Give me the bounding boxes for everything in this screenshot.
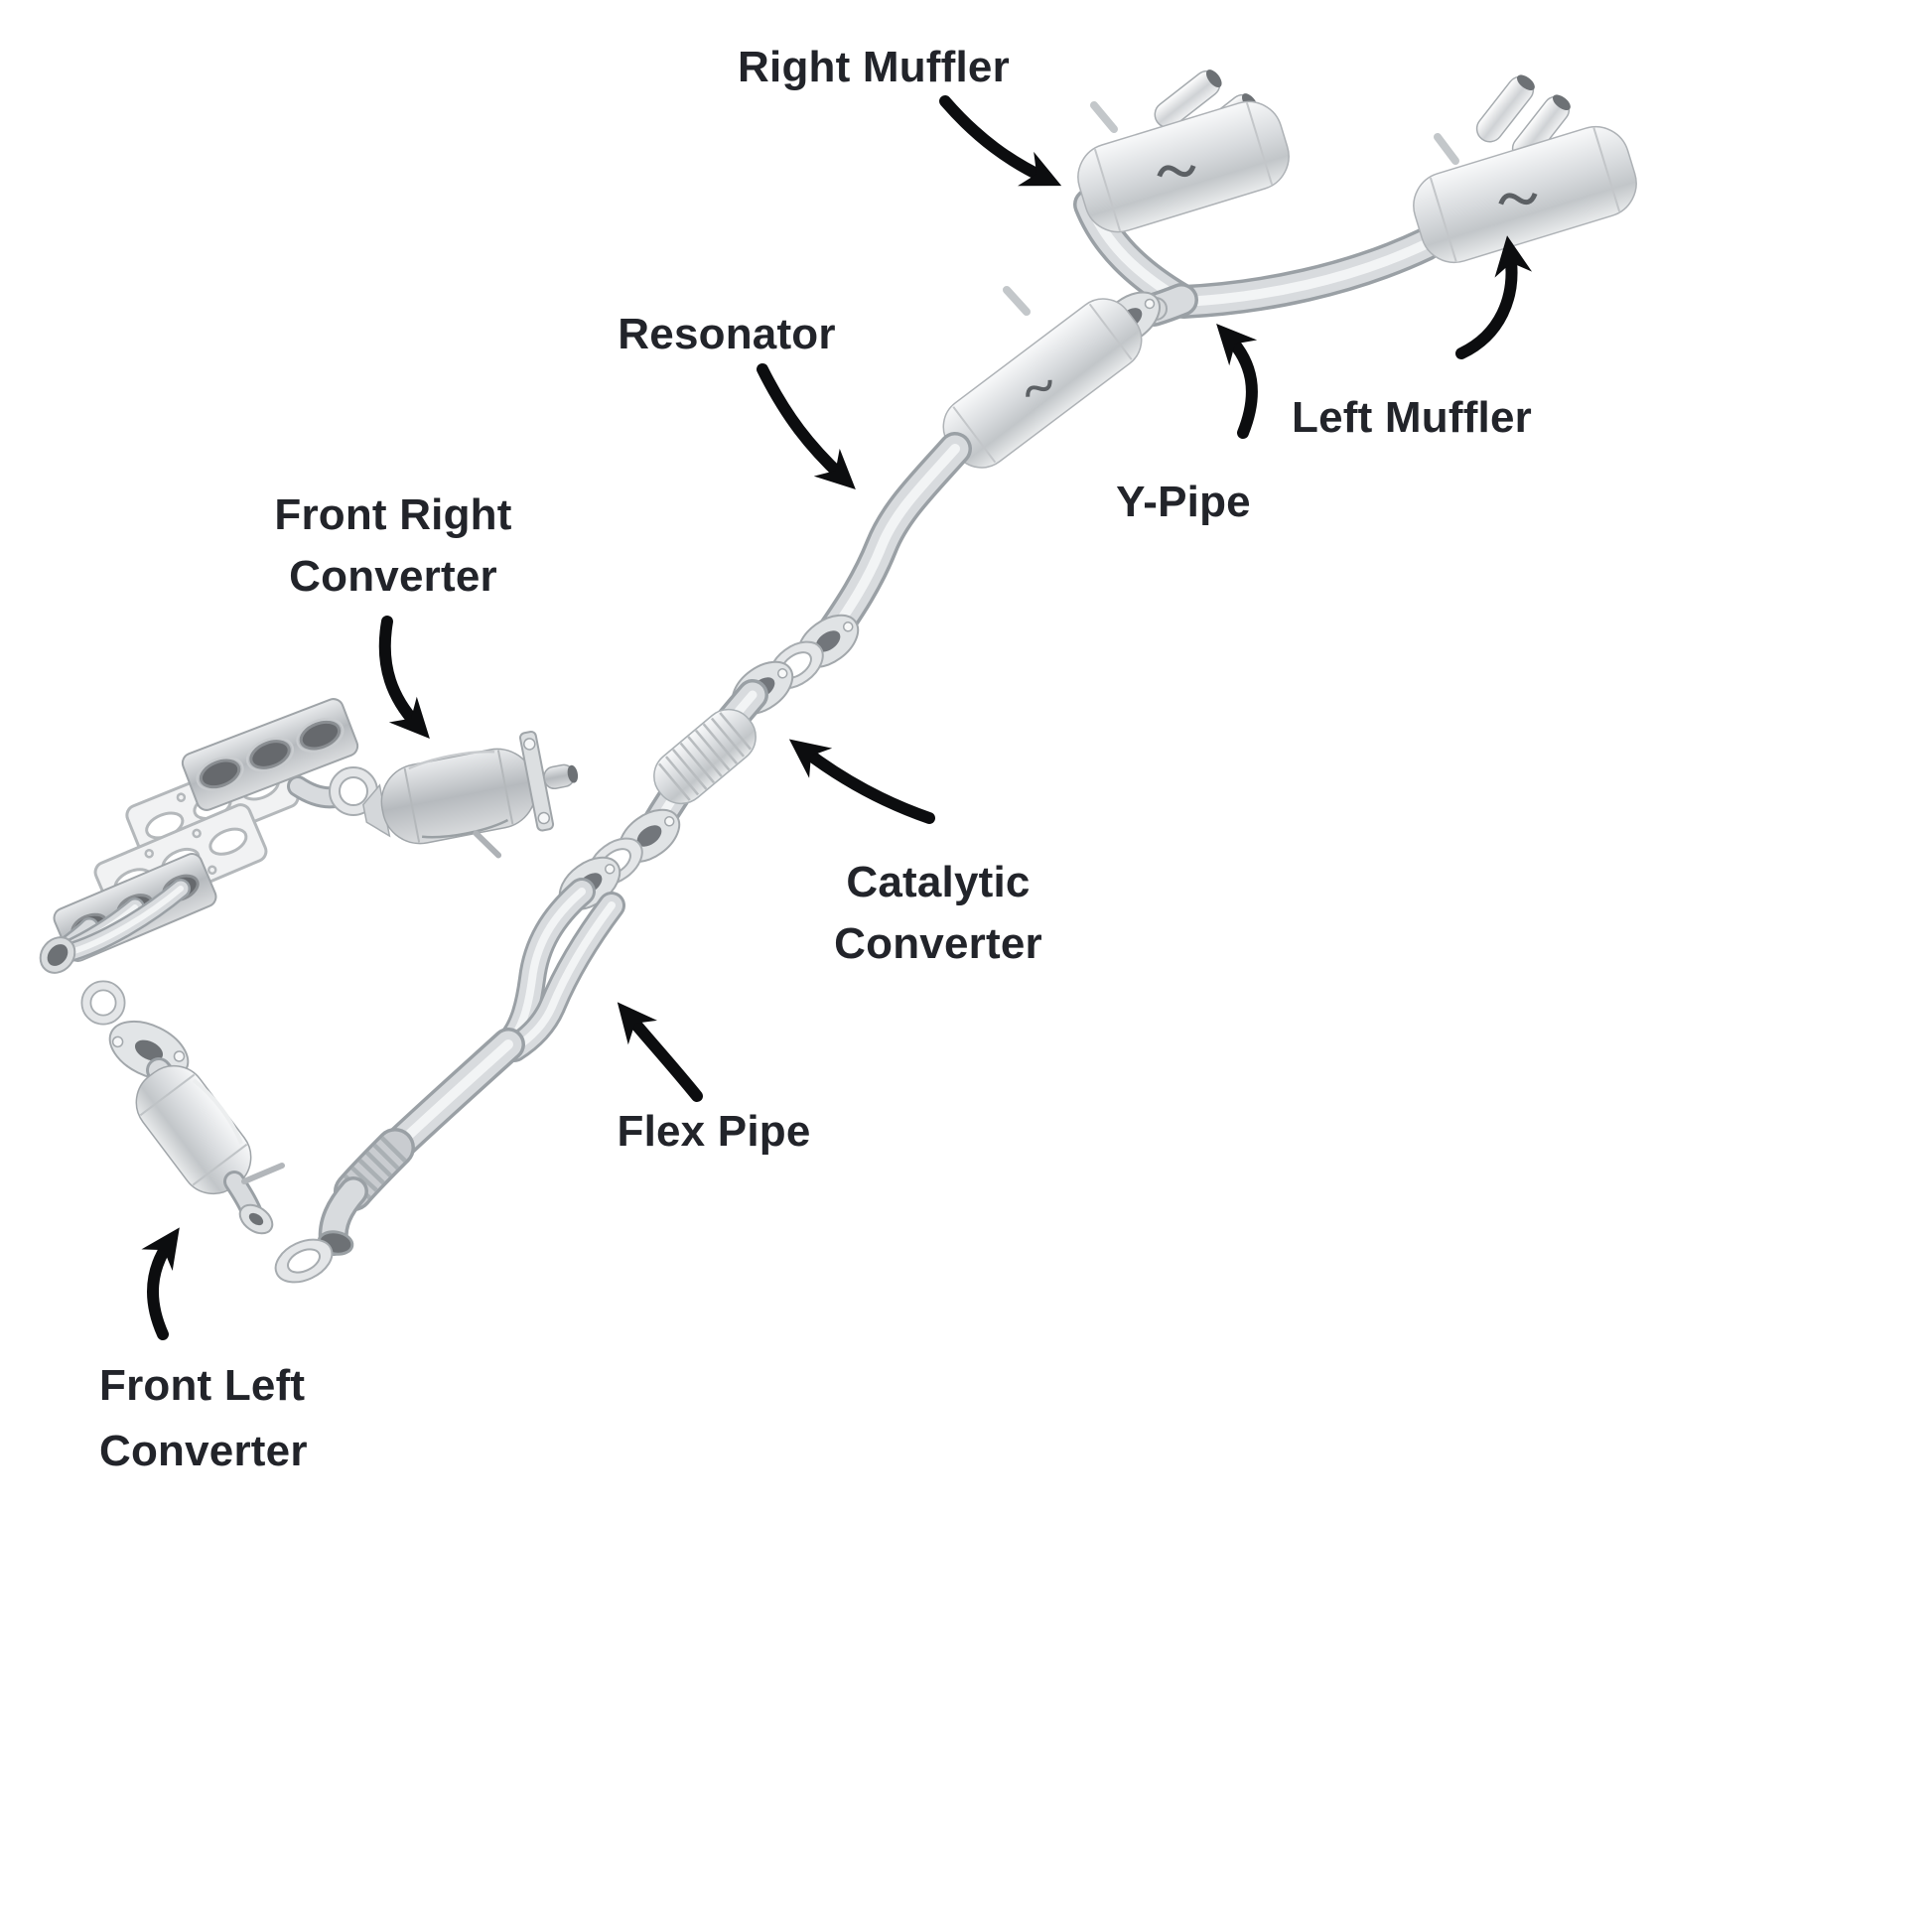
label-catalytic-converter-line1: Catalytic [846,858,1031,906]
right-muffler-hanger-pin [1090,101,1118,133]
label-right-muffler: Right Muffler [738,43,1010,91]
annotation-arrows [141,95,1533,1340]
label-front-left-converter-line2: Converter [99,1427,308,1475]
converter-inlet-cone [362,783,391,838]
manifold-collector-opening [47,944,69,966]
resonator-graphic [942,280,1171,469]
left-manifold-graphic [39,853,217,974]
label-front-right-converter-line2: Converter [289,552,497,601]
front-right-converter-graphic [329,730,579,859]
label-front-right-converter-line1: Front Right [274,490,512,539]
right-muffler-graphic [1077,69,1290,233]
front-left-converter-arrow [141,1227,180,1340]
front-left-converter-graphic [80,980,285,1235]
left-muffler-graphic [1413,74,1637,264]
label-left-muffler: Left Muffler [1292,393,1532,442]
left-muffler-hanger-pin [1434,133,1459,165]
muffler-logo-mark [1026,379,1052,397]
label-flex-pipe: Flex Pipe [617,1107,811,1156]
right-muffler-arrow [939,95,1062,187]
resonator-hanger-pin [1003,286,1031,316]
converter-oring-gasket [80,980,126,1026]
intermediate-pipe-graphic [759,432,972,700]
y-pipe-arrow [1216,324,1258,439]
converter-bracket [241,1163,285,1184]
label-front-right-converter: Front Right Converter [244,484,542,608]
label-resonator: Resonator [618,310,836,358]
left-muffler-tips [1475,74,1571,163]
muffler-logo-mark [1157,165,1196,178]
catalytic-rib-lines [657,712,753,801]
left-muffler-arrow [1455,235,1533,359]
label-y-pipe: Y-Pipe [1116,478,1251,526]
label-front-left-converter: Front Left Converter [99,1353,427,1484]
flex-pipe-graphic [267,878,625,1292]
resonator-arrow [757,363,856,489]
muffler-logo-mark [1498,193,1538,206]
label-catalytic-converter-line2: Converter [834,919,1042,968]
front-left-converter-outlet-flange [238,1203,274,1235]
catalytic-converter-arrow [788,739,935,824]
label-front-left-converter-line1: Front Left [99,1361,306,1410]
front-right-converter-arrow [378,616,430,739]
label-catalytic-converter: Catalytic Converter [784,852,1092,975]
converter-bracket [473,830,502,859]
catalytic-converter-graphic [549,650,803,921]
flex-pipe-arrow [617,1002,703,1102]
